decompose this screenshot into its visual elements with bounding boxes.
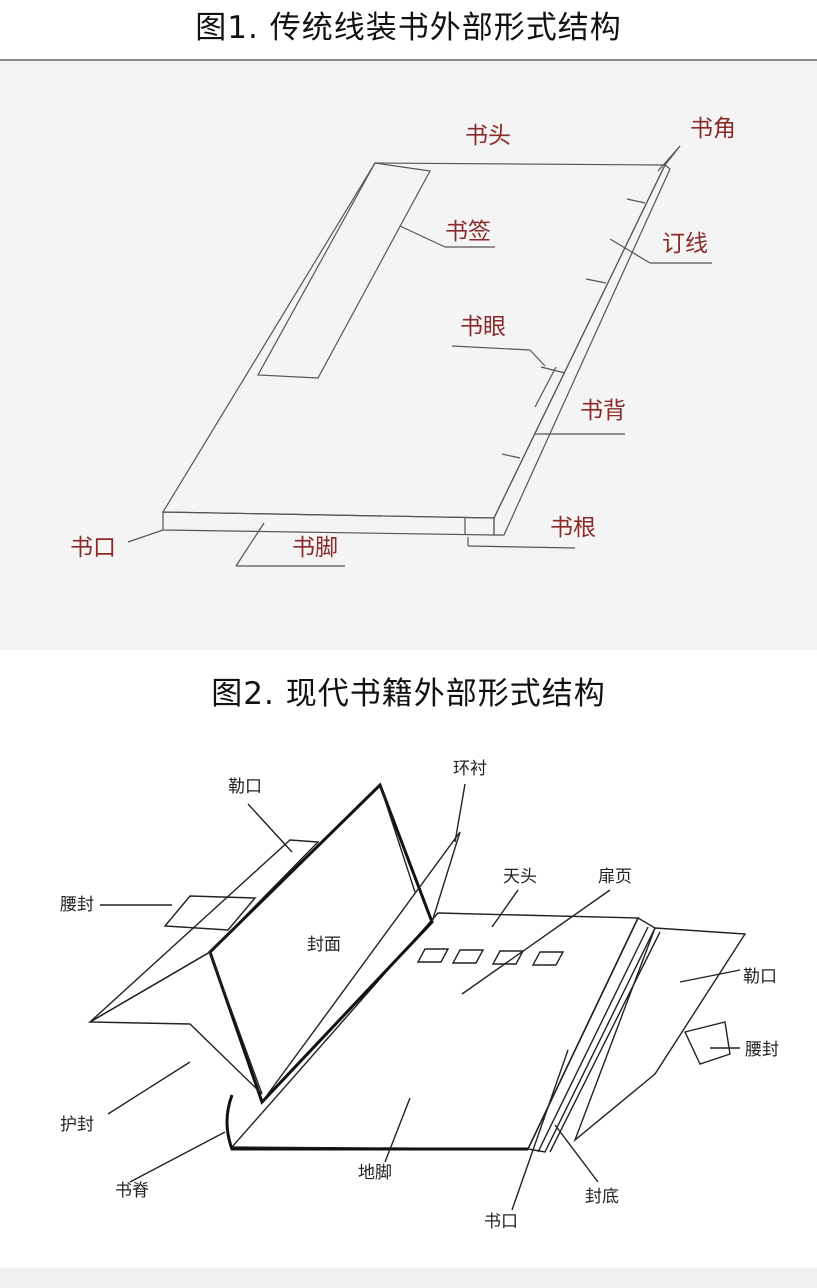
label-endpaper: 环衬 (453, 759, 487, 779)
title-box-2 (451, 949, 485, 964)
title-divider (0, 59, 817, 61)
figure2-title: 图2. 现代书籍外部形式结构 (211, 676, 606, 712)
back-cover-line-1 (537, 926, 649, 1153)
book-block-side (526, 917, 656, 1153)
leader-dust-jacket (107, 1061, 191, 1115)
label-belly-band-right: 腰封 (745, 1040, 779, 1060)
leader-flap-left (247, 803, 293, 853)
belly-band-left (163, 895, 257, 931)
stitch-line-2 (585, 278, 607, 284)
label-dust-jacket: 护封 (60, 1115, 94, 1135)
leader-head-margin (491, 889, 519, 928)
label-spine-name: 书脊 (115, 1181, 149, 1201)
belly-band-right (684, 1021, 731, 1065)
back-flap (573, 927, 747, 1143)
book-block (225, 912, 661, 1153)
modern-book-diagram: 勒口 环衬 天头 扉页 腰封 封面 勒口 腰封 护封 书脊 地脚 封底 书口 (60, 759, 779, 1232)
leader-stitch (609, 238, 651, 264)
bottom-strip (0, 1268, 817, 1288)
book-spine-side (493, 164, 671, 536)
stitch-hole-line (534, 366, 557, 408)
title-box-3 (491, 950, 525, 965)
label-stitch: 订线 (662, 231, 708, 257)
book-body (161, 162, 671, 536)
label-eye-hole: 书眼 (460, 314, 506, 340)
leader-book-root (467, 545, 576, 549)
leader-eye-hole-tail (529, 349, 546, 367)
label-belly-band-left: 腰封 (60, 895, 94, 915)
leader-book-foot (235, 522, 265, 567)
label-label-slip: 书签 (445, 219, 491, 245)
book-label-slip (257, 162, 431, 379)
back-cover-line-2 (549, 931, 661, 1153)
label-flap-left: 勒口 (228, 777, 262, 797)
figure1-panel: 书头 书角 书签 订线 书眼 书背 书根 书口 书脚 (0, 61, 817, 650)
leader-lines-2 (100, 783, 741, 1211)
leader-lines (127, 145, 712, 567)
label-fore-edge: 书口 (484, 1212, 518, 1232)
back-flap-right (573, 927, 747, 1143)
stitch-line-4 (501, 453, 521, 459)
dust-jacket-top (89, 839, 320, 1023)
figure2-panel: 勒口 环衬 天头 扉页 腰封 封面 勒口 腰封 护封 书脊 地脚 封底 书口 (0, 722, 817, 1268)
book-front-edge (162, 511, 495, 536)
label-tail-margin: 地脚 (358, 1163, 392, 1183)
label-book-corner: 书角 (690, 116, 736, 142)
book-block-front (225, 1094, 528, 1151)
stitch-line-3 (540, 366, 566, 374)
label-flap-right: 勒口 (743, 967, 777, 987)
label-title-page: 扉页 (598, 867, 632, 887)
leader-spine (129, 1131, 226, 1183)
front-cover-flap (87, 782, 461, 1105)
title-box-4 (531, 951, 565, 966)
title-boxes (416, 948, 565, 966)
leader-endpaper (454, 783, 466, 843)
endpaper-line-1 (431, 831, 461, 923)
title-box-1 (416, 948, 450, 963)
figure1-title: 图1. 传统线装书外部形式结构 (195, 10, 622, 46)
label-front-cover: 封面 (307, 935, 341, 955)
leader-eye-hole (451, 345, 531, 351)
leader-flap-right (679, 969, 741, 983)
leader-fore-edge (511, 1049, 569, 1211)
book-cover-top (161, 162, 666, 519)
leader-title-page (461, 889, 611, 995)
label-head-margin: 天头 (503, 867, 537, 887)
label-book-root: 书根 (550, 515, 596, 541)
label-back-cover: 封底 (585, 1187, 619, 1207)
label-book-foot: 书脚 (292, 535, 338, 561)
leader-book-corner-b (657, 145, 681, 172)
endpaper-line-2 (379, 784, 416, 893)
label-spine: 书背 (580, 398, 626, 424)
leader-label-slip (399, 225, 446, 248)
label-book-mouth: 书口 (70, 535, 116, 561)
leader-tail-margin (384, 1097, 411, 1163)
traditional-book-diagram: 书头 书角 书签 订线 书眼 书背 书根 书口 书脚 (70, 116, 736, 567)
endpaper-line-3 (261, 831, 461, 1103)
leader-book-mouth (127, 529, 164, 543)
stitch-line-1 (626, 198, 646, 204)
label-book-head: 书头 (465, 123, 511, 149)
leader-back-cover (554, 1124, 599, 1183)
dust-jacket-flap (87, 950, 263, 1095)
